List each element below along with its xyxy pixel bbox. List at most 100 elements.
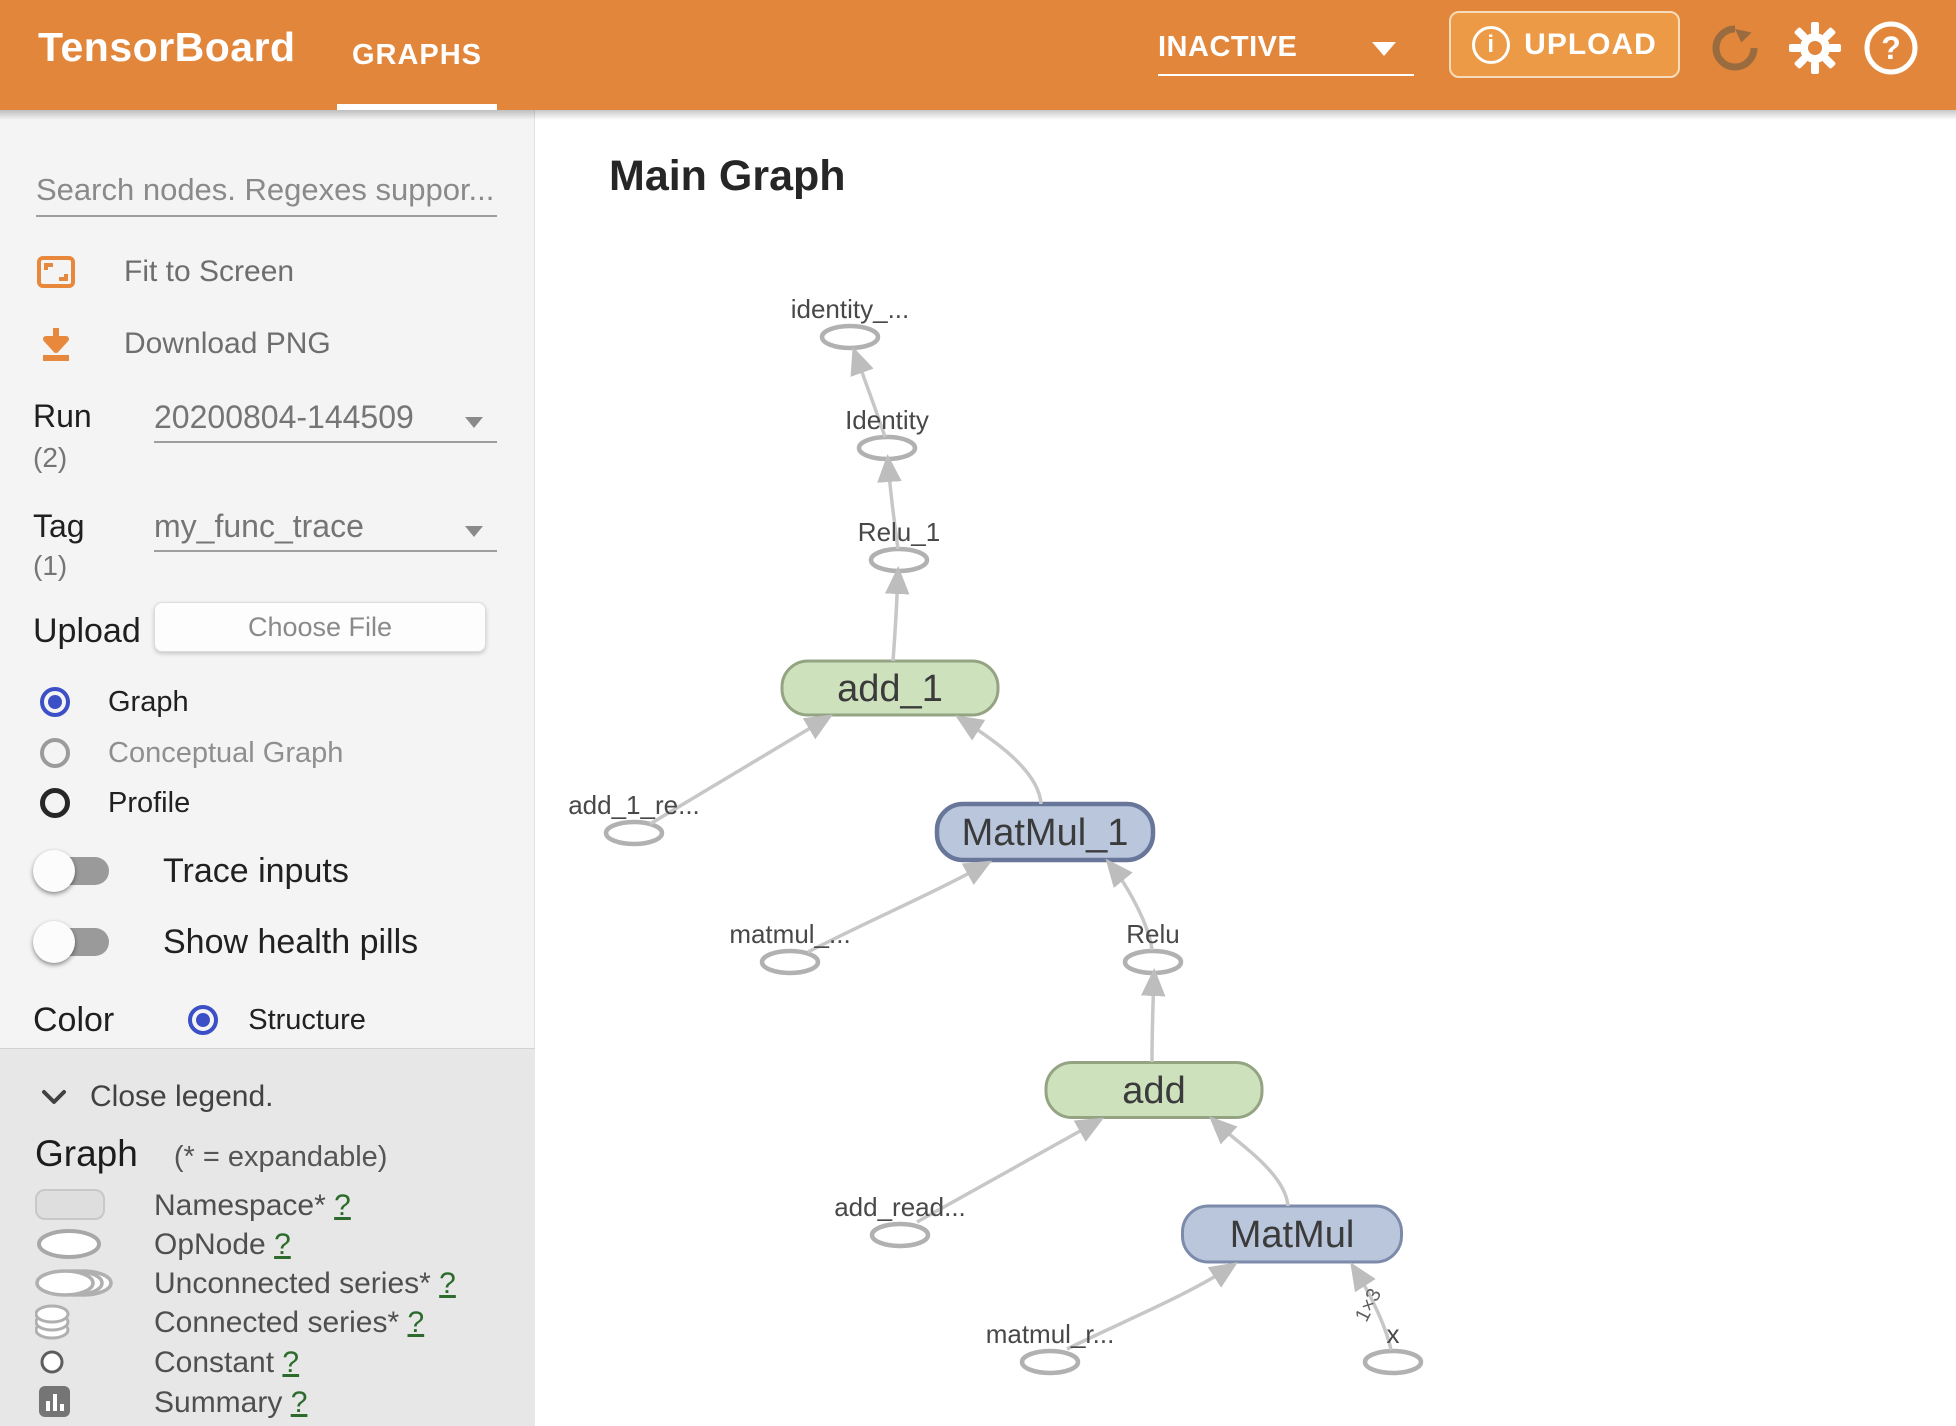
show-health-pills-toggle[interactable]: Show health pills [33,918,419,966]
tag-label: Tag [33,508,85,544]
run-label: Run [33,398,92,434]
edge-add-to-Relu [1140,968,1166,1063]
tag-dropdown[interactable]: my_func_trace [154,508,497,552]
legend-label: Summary [154,1386,283,1419]
opnode-icon [35,1224,115,1263]
view-graph-label: Graph [108,685,189,718]
info-icon: i [1472,25,1511,64]
run-dropdown-value: 20200804-144509 [154,399,414,435]
help-link[interactable]: ? [290,1386,308,1419]
status-dropdown-value: INACTIVE [1158,30,1298,63]
app-logo: TensorBoard [38,24,296,70]
color-label: Color [33,1000,115,1039]
unconnected-series-icon [35,1263,115,1302]
fit-to-screen-icon [37,256,75,288]
legend-label: Constant [154,1346,275,1379]
view-option-graph[interactable]: Graph [40,682,189,722]
view-option-conceptual-graph[interactable]: Conceptual Graph [40,733,343,773]
help-link[interactable]: ? [407,1306,425,1339]
namespace-icon [35,1185,115,1224]
legend-title: Graph [35,1133,138,1174]
edge-add_1-to-Relu_1 [884,566,910,662]
settings-button[interactable] [1786,19,1844,77]
gear-icon [1789,22,1841,74]
help-link[interactable]: ? [274,1228,291,1261]
op-node-Identity[interactable] [856,434,918,462]
color-structure-label: Structure [248,1003,366,1036]
fit-to-screen-button[interactable]: Fit to Screen [36,250,294,294]
edge-matmul_1_read-to-MatMul_1 [807,860,993,954]
header-shadow [0,110,1956,120]
download-icon [43,328,69,361]
edge-add_1_read-to-add_1 [649,714,834,826]
view-profile-label: Profile [108,786,191,819]
help-link[interactable]: ? [282,1346,300,1379]
legend-note: (* = expandable) [173,1141,388,1173]
legend-panel: Close legend. Graph (* = expandable) Nam… [0,1048,535,1426]
active-tab-indicator [337,104,497,110]
node-label: x [1387,1319,1400,1349]
show-health-pills-label: Show health pills [163,922,419,961]
op-node-identity_out[interactable] [819,323,881,351]
connected-series-icon [35,1302,115,1341]
close-legend-button[interactable]: Close legend. [40,1077,273,1117]
function-node-MatMul_1[interactable] [934,801,1156,863]
choose-file-button[interactable]: Choose File [154,602,486,652]
chevron-down-icon [42,1090,66,1104]
radio-unselected-icon [40,788,70,818]
chevron-down-icon [465,417,483,428]
fit-to-screen-label: Fit to Screen [124,255,295,288]
op-node-Relu_1[interactable] [868,546,930,574]
search-input[interactable] [36,165,497,217]
edge-matmul_read-to-MatMul [1066,1262,1238,1351]
view-option-profile[interactable]: Profile [40,783,190,823]
run-dropdown[interactable]: 20200804-144509 [154,399,497,443]
op-node-add_read[interactable] [869,1221,931,1249]
tab-graphs[interactable]: GRAPHS [351,38,483,71]
dataflow-graph: 1×3 identity_...IdentityRelu_1add_1add_1… [568,294,1424,1376]
function-node-add_1[interactable] [780,659,1000,717]
edge-x-to-MatMul [1350,1262,1393,1351]
node-label: add [1122,1070,1185,1112]
op-node-Relu[interactable] [1122,948,1184,976]
node-label: Relu [1126,919,1179,949]
upload-button-label: UPLOAD [1524,27,1657,61]
legend-item-opnode: OpNode ? [0,1224,535,1263]
chevron-down-icon [1372,42,1396,56]
legend-label: Namespace* [154,1189,326,1222]
op-node-add_1_read[interactable] [603,819,665,847]
node-label: matmul_... [729,919,850,949]
color-by-row: Color Structure [33,998,366,1042]
upload-button[interactable]: i UPLOAD [1449,11,1680,78]
edge-Relu-to-MatMul_1 [1105,858,1154,951]
help-icon: ? [1864,21,1918,75]
view-conceptual-label: Conceptual Graph [108,736,344,769]
op-node-matmul_1_read[interactable] [759,948,821,976]
trace-inputs-toggle[interactable]: Trace inputs [33,847,349,895]
chevron-down-icon [465,526,483,537]
trace-inputs-label: Trace inputs [163,851,349,890]
legend-item-unconnected-series: Unconnected series* ? [0,1263,535,1302]
sidebar: Fit to Screen Download PNG Run (2) 20200… [0,110,535,1426]
refresh-button[interactable] [1706,19,1764,77]
close-legend-label: Close legend. [90,1080,274,1113]
op-node-matmul_read[interactable] [1019,1348,1081,1376]
help-link[interactable]: ? [334,1189,351,1222]
legend-item-summary: Summary ? [0,1382,535,1421]
node-label: identity_... [791,294,910,324]
node-label: matmul_r... [986,1319,1115,1349]
radio-selected-icon [40,687,70,717]
refresh-icon [1712,25,1758,71]
upload-label: Upload [33,612,141,650]
help-link[interactable]: ? [439,1267,456,1300]
edge-Identity-to-identity_out [850,346,887,438]
status-dropdown[interactable]: INACTIVE [1158,20,1414,76]
download-png-button[interactable]: Download PNG [36,322,331,366]
function-node-MatMul[interactable] [1181,1204,1403,1264]
help-button[interactable]: ? [1862,19,1920,77]
color-structure-radio[interactable] [188,1005,219,1035]
main-graph-title: Main Graph [609,152,846,200]
op-node-x[interactable] [1362,1348,1424,1376]
function-node-add[interactable] [1044,1061,1264,1119]
